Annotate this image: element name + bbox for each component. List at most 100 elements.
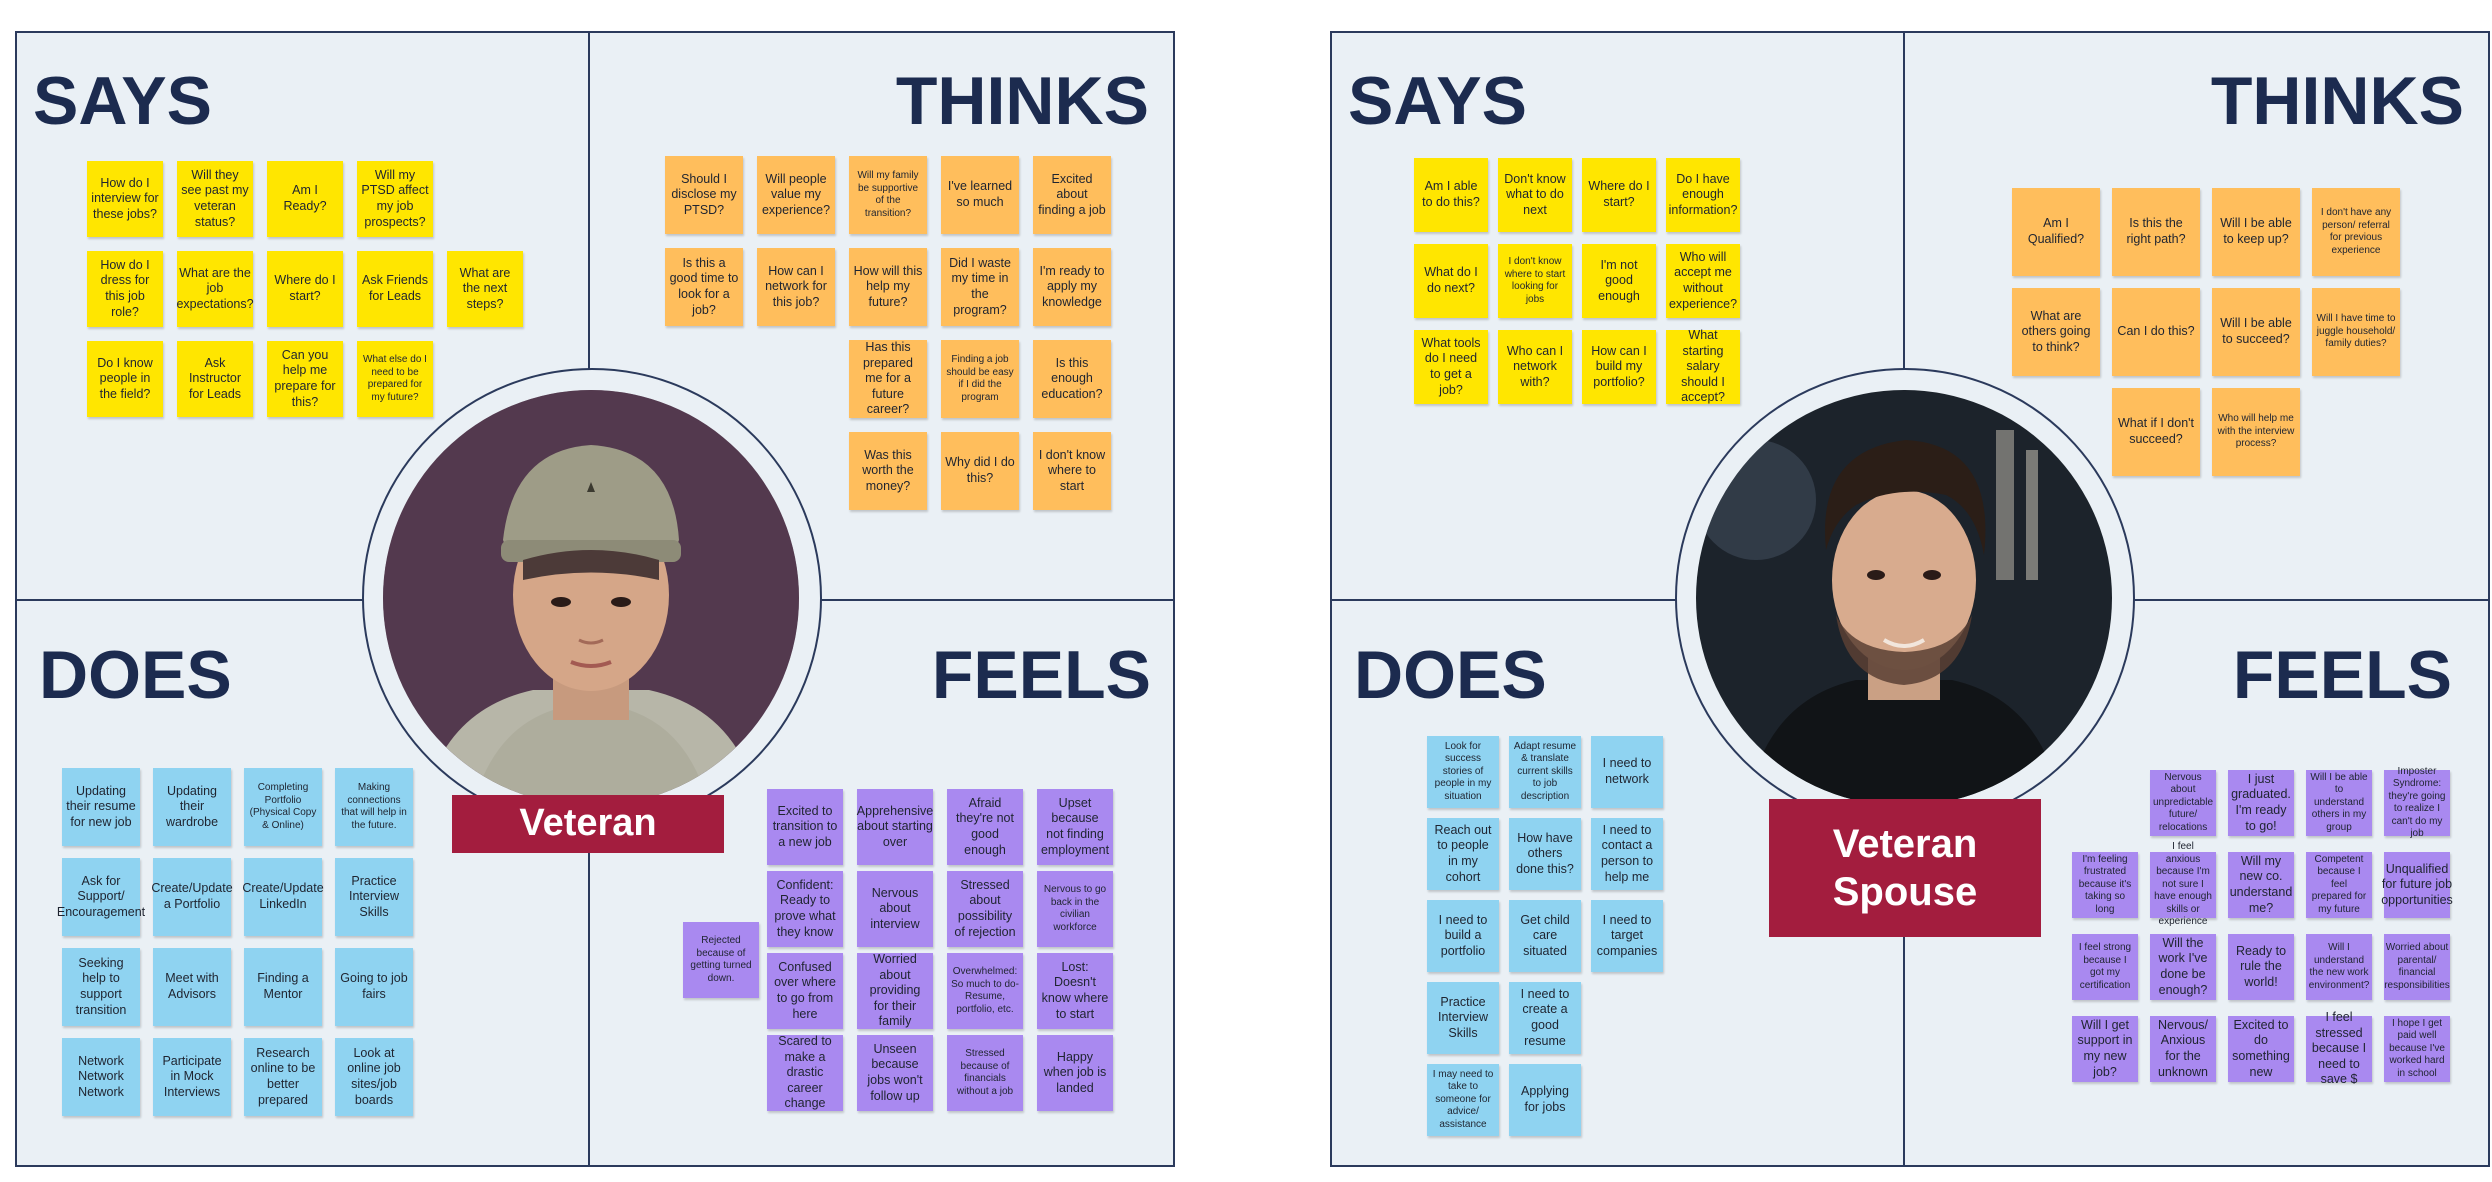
sticky-note: Am I able to do this? bbox=[1414, 158, 1488, 232]
sticky-note: Going to job fairs bbox=[335, 948, 413, 1026]
sticky-note: Is this enough education? bbox=[1033, 340, 1111, 418]
sticky-note: Nervous to go back in the civilian workf… bbox=[1037, 871, 1113, 947]
says-title: SAYS bbox=[1348, 67, 1527, 135]
sticky-note: Worried about providing for their family bbox=[857, 953, 933, 1029]
sticky-note: How do I dress for this job role? bbox=[87, 251, 163, 327]
sticky-note: Create/Update LinkedIn bbox=[244, 858, 322, 936]
sticky-note: Seeking help to support transition bbox=[62, 948, 140, 1026]
spouse-photo bbox=[1696, 390, 2112, 806]
empty-slot bbox=[1591, 982, 1663, 1054]
sticky-note: Overwhelmed: So much to do- Resume, port… bbox=[947, 953, 1023, 1029]
sticky-note: Will they see past my veteran status? bbox=[177, 161, 253, 237]
persona-label: Veteran bbox=[452, 795, 724, 853]
sticky-note: I hope I get paid well because I've work… bbox=[2384, 1016, 2450, 1082]
sticky-note: Will I be able to keep up? bbox=[2212, 188, 2300, 276]
says-notes: Am I able to do this?Don't know what to … bbox=[1414, 158, 1740, 404]
sticky-note: Ready to rule the world! bbox=[2228, 934, 2294, 1000]
sticky-note: Practice Interview Skills bbox=[1427, 982, 1499, 1054]
sticky-note: Ask for Support/ Encouragement bbox=[62, 858, 140, 936]
sticky-note: Stressed because of financials without a… bbox=[947, 1035, 1023, 1111]
sticky-note: Do I know people in the field? bbox=[87, 341, 163, 417]
sticky-note: Will I be able to understand others in m… bbox=[2306, 770, 2372, 836]
sticky-note: What are the next steps? bbox=[447, 251, 523, 327]
does-notes: Look for success stories of people in my… bbox=[1427, 736, 1663, 1136]
empty-slot bbox=[757, 340, 835, 418]
sticky-note: I just graduated. I'm ready to go! bbox=[2228, 770, 2294, 836]
sticky-note: What tools do I need to get a job? bbox=[1414, 330, 1488, 404]
sticky-note: Network Network Network bbox=[62, 1038, 140, 1116]
sticky-note: Research online to be better prepared bbox=[244, 1038, 322, 1116]
sticky-note: How have others done this? bbox=[1509, 818, 1581, 890]
does-title: DOES bbox=[1354, 641, 1547, 709]
sticky-note: How do I interview for these jobs? bbox=[87, 161, 163, 237]
sticky-note: Confused over where to go from here bbox=[767, 953, 843, 1029]
sticky-note: I feel strong because I got my certifica… bbox=[2072, 934, 2138, 1000]
sticky-note: Apprehensive about starting over bbox=[857, 789, 933, 865]
sticky-note: What are others going to think? bbox=[2012, 288, 2100, 376]
sticky-note: Is this a good time to look for a job? bbox=[665, 248, 743, 326]
sticky-note: I need to network bbox=[1591, 736, 1663, 808]
sticky-note: Happy when job is landed bbox=[1037, 1035, 1113, 1111]
says-title: SAYS bbox=[33, 67, 212, 135]
sticky-note: What are the job expectations? bbox=[177, 251, 253, 327]
sticky-note: I've learned so much bbox=[941, 156, 1019, 234]
sticky-note: Lost: Doesn't know where to start bbox=[1037, 953, 1113, 1029]
feels-title: FEELS bbox=[932, 641, 1151, 709]
sticky-note: Will my PTSD affect my job prospects? bbox=[357, 161, 433, 237]
sticky-note: I don't know where to start bbox=[1033, 432, 1111, 510]
feels-notes: Nervous about unpredictable future/ relo… bbox=[2072, 770, 2450, 1082]
sticky-note: I need to create a good resume bbox=[1509, 982, 1581, 1054]
empty-slot bbox=[2312, 388, 2400, 476]
sticky-note: Excited about finding a job bbox=[1033, 156, 1111, 234]
sticky-note: What if I don't succeed? bbox=[2112, 388, 2200, 476]
veteran-photo bbox=[383, 390, 799, 806]
sticky-note: Finding a job should be easy if I did th… bbox=[941, 340, 1019, 418]
sticky-note: Afraid they're not good enough bbox=[947, 789, 1023, 865]
sticky-note: Can I do this? bbox=[2112, 288, 2200, 376]
feels-title: FEELS bbox=[2233, 641, 2452, 709]
sticky-note: Ask Instructor for Leads bbox=[177, 341, 253, 417]
sticky-note: Will I be able to succeed? bbox=[2212, 288, 2300, 376]
sticky-note: I feel anxious because I'm not sure I ha… bbox=[2150, 852, 2216, 918]
sticky-note: Nervous/ Anxious for the unknown bbox=[2150, 1016, 2216, 1082]
veteran-empathy-map: SAYS THINKS DOES FEELS How do I intervie… bbox=[15, 31, 1175, 1167]
sticky-note: How can I network for this job? bbox=[757, 248, 835, 326]
sticky-note: Why did I do this? bbox=[941, 432, 1019, 510]
thinks-notes: Am I Qualified?Is this the right path?Wi… bbox=[2012, 188, 2400, 476]
sticky-note: I'm ready to apply my knowledge bbox=[1033, 248, 1111, 326]
sticky-note: Am I Qualified? bbox=[2012, 188, 2100, 276]
sticky-note: Look for success stories of people in my… bbox=[1427, 736, 1499, 808]
sticky-note: Was this worth the money? bbox=[849, 432, 927, 510]
sticky-note: What do I do next? bbox=[1414, 244, 1488, 318]
sticky-note: Who will help me with the interview proc… bbox=[2212, 388, 2300, 476]
sticky-note: Making connections that will help in the… bbox=[335, 768, 413, 846]
sticky-note: Ask Friends for Leads bbox=[357, 251, 433, 327]
veteran-portrait-image bbox=[383, 390, 799, 806]
sticky-note: What else do I need to be prepared for m… bbox=[357, 341, 433, 417]
sticky-note: Create/Update a Portfolio bbox=[153, 858, 231, 936]
thinks-title: THINKS bbox=[896, 67, 1149, 135]
sticky-note: Am I Ready? bbox=[267, 161, 343, 237]
sticky-note: Is this the right path? bbox=[2112, 188, 2200, 276]
sticky-note: Competent because I feel prepared for my… bbox=[2306, 852, 2372, 918]
sticky-note: Unseen because jobs won't follow up bbox=[857, 1035, 933, 1111]
sticky-note: Scared to make a drastic career change bbox=[767, 1035, 843, 1111]
sticky-note: Look at online job sites/job boards bbox=[335, 1038, 413, 1116]
sticky-note: Did I waste my time in the program? bbox=[941, 248, 1019, 326]
persona-label-line2: Spouse bbox=[1833, 868, 1978, 916]
sticky-note: Where do I start? bbox=[267, 251, 343, 327]
sticky-note: Will my family be supportive of the tran… bbox=[849, 156, 927, 234]
spouse-empathy-map: SAYS THINKS DOES FEELS Am I able to do t… bbox=[1330, 31, 2490, 1167]
sticky-note: I need to build a portfolio bbox=[1427, 900, 1499, 972]
does-notes: Updating their resume for new jobUpdatin… bbox=[62, 768, 413, 1116]
sticky-note: How will this help my future? bbox=[849, 248, 927, 326]
sticky-note: Participate in Mock Interviews bbox=[153, 1038, 231, 1116]
sticky-note: I'm not good enough bbox=[1582, 244, 1656, 318]
sticky-note: I feel stressed because I need to save $ bbox=[2306, 1016, 2372, 1082]
sticky-note: Will my new co. understand me? bbox=[2228, 852, 2294, 918]
sticky-note: Will people value my experience? bbox=[757, 156, 835, 234]
sticky-note: Worried about parental/ financial respon… bbox=[2384, 934, 2450, 1000]
empty-slot bbox=[447, 161, 523, 237]
sticky-note: Upset because not finding employment bbox=[1037, 789, 1113, 865]
sticky-note: Should I disclose my PTSD? bbox=[665, 156, 743, 234]
